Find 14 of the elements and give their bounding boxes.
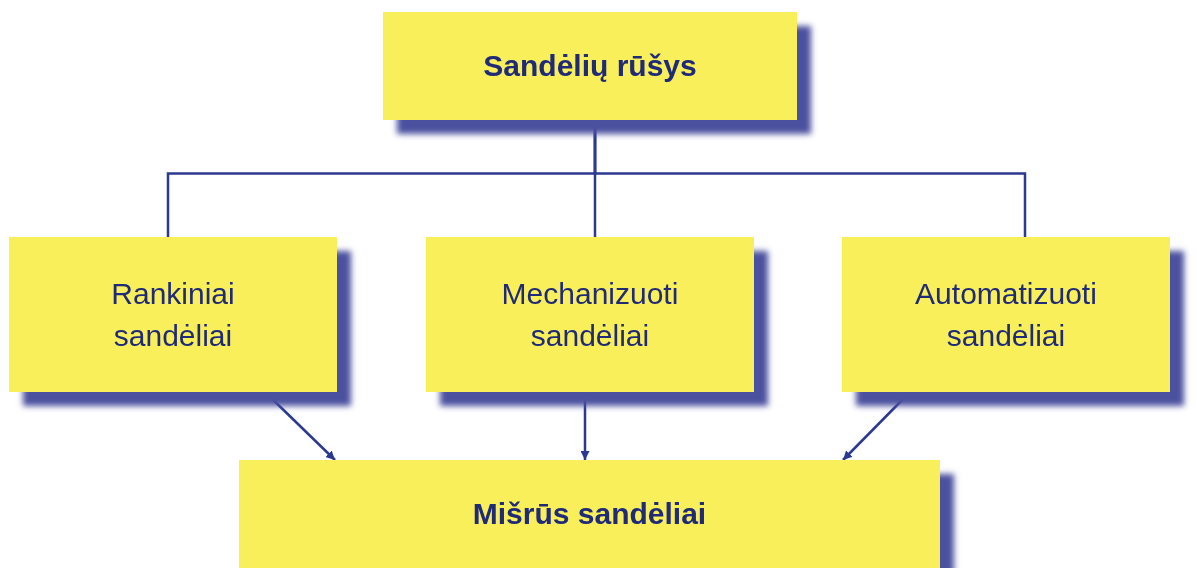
arrow: [264, 391, 336, 461]
box-label: Rankiniai sandėliai: [110, 275, 236, 354]
box-label: Sandėlių rūšys: [483, 48, 697, 84]
box-label: Automatizuoti sandėliai: [914, 275, 1098, 354]
category-box: [9, 237, 337, 392]
arrow: [580, 392, 590, 460]
category-box: [842, 237, 1170, 392]
connector-line: [593, 120, 1027, 237]
box-label: Mišrūs sandėliai: [472, 496, 707, 532]
category-box: [426, 237, 754, 392]
category-box: [239, 460, 940, 568]
box-label: Mechanizuoti sandėliai: [500, 275, 680, 354]
arrow: [842, 391, 911, 461]
category-box: [383, 12, 797, 120]
